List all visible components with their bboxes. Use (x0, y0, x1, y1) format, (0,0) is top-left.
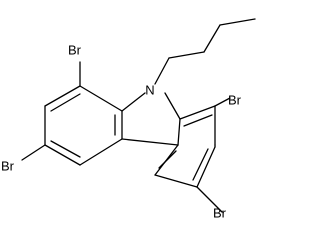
bond-to-br-left (21, 144, 46, 161)
atom-label-nitrogen: N (145, 82, 154, 97)
butyl-bond-n-c1 (154, 57, 170, 85)
right-ring-bond-4-inner (192, 148, 209, 181)
left-ring-bond-4 (44, 144, 81, 166)
right-ring-bond-7 (177, 118, 181, 146)
ring5-bond-bridge (121, 138, 179, 146)
butyl-bond-c2-c3 (203, 24, 221, 53)
ring5-bond-n-left (121, 92, 146, 112)
bond-to-br-top-right (214, 97, 231, 107)
butyl-bond-c1-c2 (168, 51, 205, 59)
right-ring-bond-1 (179, 105, 216, 120)
left-ring-bond-2-inner (50, 93, 81, 112)
atom-label-br-top-left: Br (68, 42, 82, 57)
ring5-bond-n-right (164, 92, 181, 120)
left-ring-bond-2 (44, 85, 81, 107)
left-ring-bond-1 (79, 85, 123, 112)
atom-label-br-bottom-right: Br (213, 205, 227, 220)
right-ring-bond-1-inner (183, 114, 213, 127)
left-ring-bond-5 (79, 138, 123, 166)
right-ring-bond-4 (196, 146, 216, 188)
atom-label-br-left: Br (1, 158, 15, 173)
atom-label-br-top-right: Br (228, 92, 242, 107)
butyl-bond-c3-c4 (219, 18, 256, 26)
right-ring-bond-6-inner (158, 150, 177, 169)
carbazole-structure-diagram: Br N Br Br Br (1, 18, 256, 220)
right-ring-bond-5 (154, 174, 198, 188)
left-ring-bond-4-inner (50, 140, 81, 158)
bond-to-br-bottom-right (196, 186, 223, 213)
